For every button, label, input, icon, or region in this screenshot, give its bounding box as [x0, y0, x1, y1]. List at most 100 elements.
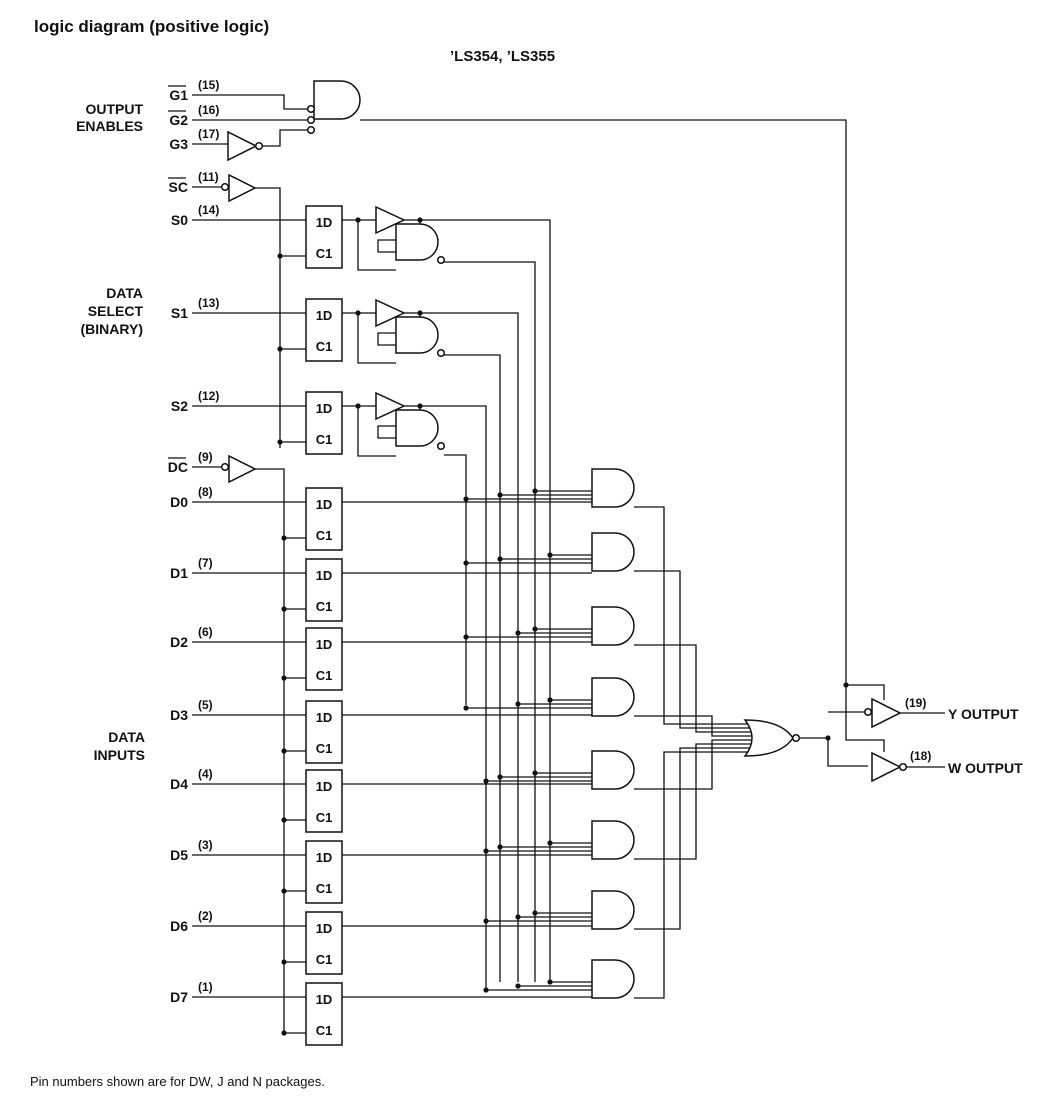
wire: [444, 261, 536, 982]
junction-dot: [483, 987, 489, 993]
inversion-bubble: [220, 182, 230, 192]
junction-dot: [497, 774, 503, 780]
junction-dot: [281, 1030, 287, 1036]
junction-dot: [532, 626, 538, 632]
pin-name-d3: D3: [170, 707, 188, 723]
latch-d-label: 1D: [316, 215, 333, 230]
inversion-bubble: [791, 733, 801, 743]
pin-number-d1: (7): [198, 556, 213, 570]
junction-dot: [497, 492, 503, 498]
pin-number-sc: (11): [198, 170, 219, 184]
select-latch-s2: [305, 391, 343, 455]
pin-number-dc: (9): [198, 450, 213, 464]
wire: [360, 119, 847, 685]
wire: [634, 570, 751, 729]
pin-name-d0: D0: [170, 494, 188, 510]
data-latch-d0: [305, 487, 343, 551]
junction-dot: [497, 556, 503, 562]
output-enables-label-line1: OUTPUT: [85, 101, 143, 117]
junction-dot: [281, 675, 287, 681]
pin-name-d4: D4: [170, 776, 188, 792]
pin-name-sc: SC: [169, 179, 188, 195]
junction-dot: [547, 697, 553, 703]
wire: [845, 685, 885, 752]
junction-dot: [547, 979, 553, 985]
pin-number-s0: (14): [198, 203, 219, 217]
junction-dot: [483, 848, 489, 854]
pin-labels: G1(15)G2(16)G3(17)SC(11)DC(9)S0(14)1DC1S…: [168, 78, 1023, 1038]
inversion-bubble: [306, 115, 316, 125]
junction-dot: [497, 844, 503, 850]
latch-c-label: C1: [316, 741, 333, 756]
latch-d-label: 1D: [316, 637, 333, 652]
junction-dot: [277, 439, 283, 445]
pin-number-d0: (8): [198, 485, 213, 499]
junction-dot: [277, 253, 283, 259]
junction-dot: [483, 778, 489, 784]
pin-name-dc: DC: [168, 459, 188, 475]
junction-dot: [463, 496, 469, 502]
data-select-label-line1: DATA: [106, 285, 143, 301]
junction-dot: [463, 560, 469, 566]
pin-name-d7: D7: [170, 989, 188, 1005]
pin-name-s1: S1: [171, 305, 188, 321]
latch-d-label: 1D: [316, 992, 333, 1007]
junction-dot: [515, 630, 521, 636]
latch-c-label: C1: [316, 952, 333, 967]
data-select-and-gate-3: [591, 677, 635, 717]
diagram-heading: logic diagram (positive logic): [34, 17, 269, 36]
inversion-bubble: [863, 707, 873, 717]
data-latch-d3: [305, 700, 343, 764]
select-latch-s1: [305, 298, 343, 362]
pin-number-d4: (4): [198, 767, 213, 781]
data-select-label-line2: SELECT: [88, 303, 144, 319]
sc-clock-buffer: [228, 173, 257, 203]
diagram-subtitle: ’LS354, ’LS355: [450, 48, 555, 65]
wire: [634, 739, 751, 790]
junction-dot: [532, 770, 538, 776]
pin-name-d6: D6: [170, 918, 188, 934]
wires: [168, 85, 945, 1036]
pin-name-g1: G1: [169, 87, 188, 103]
latch-d-label: 1D: [316, 308, 333, 323]
select-buffer-s2: [375, 391, 406, 421]
wire: [444, 454, 467, 705]
data-latch-d5: [305, 840, 343, 904]
latch-c-label: C1: [316, 1023, 333, 1038]
junction-dot: [515, 701, 521, 707]
pin-number-s2: (12): [198, 389, 219, 403]
w-output-label: W OUTPUT: [948, 760, 1023, 776]
pin-name-s2: S2: [171, 398, 188, 414]
data-latch-d1: [305, 558, 343, 622]
select-nand-s2: [395, 409, 439, 447]
w-output-pin: (18): [910, 749, 931, 763]
wire: [634, 743, 751, 860]
latch-d-label: 1D: [316, 779, 333, 794]
pin-name-d2: D2: [170, 634, 188, 650]
output-enables-label-line2: ENABLES: [76, 118, 143, 134]
pin-number-g2: (16): [198, 103, 219, 117]
junction-dot: [281, 817, 287, 823]
junction-dot: [281, 535, 287, 541]
data-select-and-gate-6: [591, 890, 635, 930]
wire: [444, 354, 501, 982]
latch-c-label: C1: [316, 599, 333, 614]
data-or-gate: [743, 719, 794, 757]
junction-dot: [281, 959, 287, 965]
pin-number-g3: (17): [198, 127, 219, 141]
wire: [420, 219, 551, 982]
data-latch-d7: [305, 982, 343, 1046]
pin-name-d1: D1: [170, 565, 188, 581]
data-select-label-line3: (BINARY): [81, 321, 143, 337]
latch-c-label: C1: [316, 339, 333, 354]
select-buffer-s1: [375, 298, 406, 328]
junction-dot: [463, 705, 469, 711]
wire: [846, 684, 885, 700]
inversion-bubble: [220, 462, 230, 472]
junction-dot: [547, 840, 553, 846]
wire: [634, 751, 751, 999]
data-latch-d6: [305, 911, 343, 975]
pin-number-s1: (13): [198, 296, 219, 310]
inversion-bubble: [436, 441, 446, 451]
